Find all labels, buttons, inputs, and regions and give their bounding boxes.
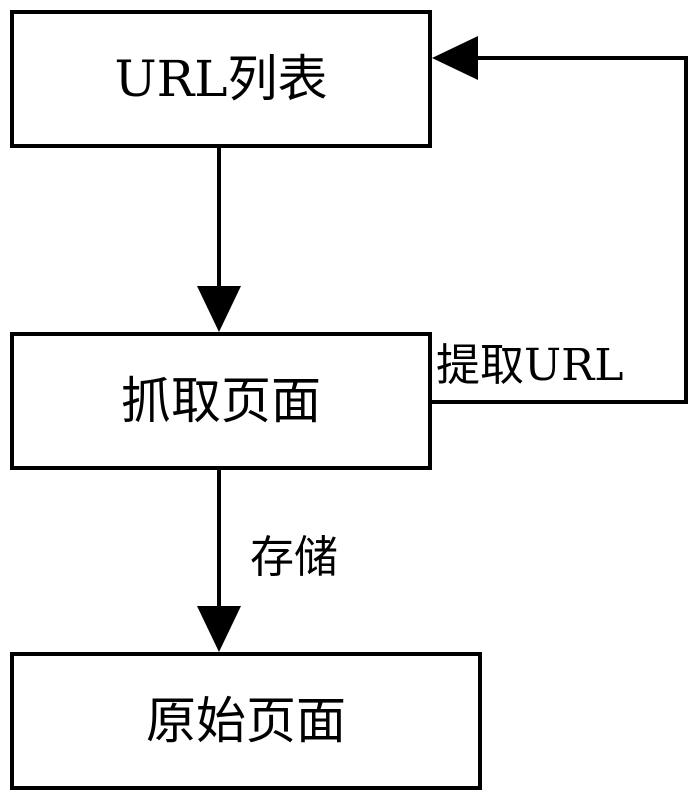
arrow-url-list-to-fetch-head [197, 286, 241, 332]
edge-label-extract-url: 提取URL [436, 340, 624, 391]
arrow-extract-loop-line [432, 56, 688, 404]
node-url-list-label: URL列表 [114, 50, 328, 108]
edge-label-store: 存储 [250, 532, 338, 583]
node-fetch-page: 抓取页面 [10, 332, 432, 470]
arrow-fetch-to-raw-head [197, 606, 241, 652]
node-fetch-page-label: 抓取页面 [121, 372, 321, 430]
node-raw-page: 原始页面 [10, 652, 482, 790]
node-url-list: URL列表 [10, 10, 432, 148]
node-raw-page-label: 原始页面 [146, 692, 346, 750]
arrow-extract-loop-head [432, 36, 478, 80]
